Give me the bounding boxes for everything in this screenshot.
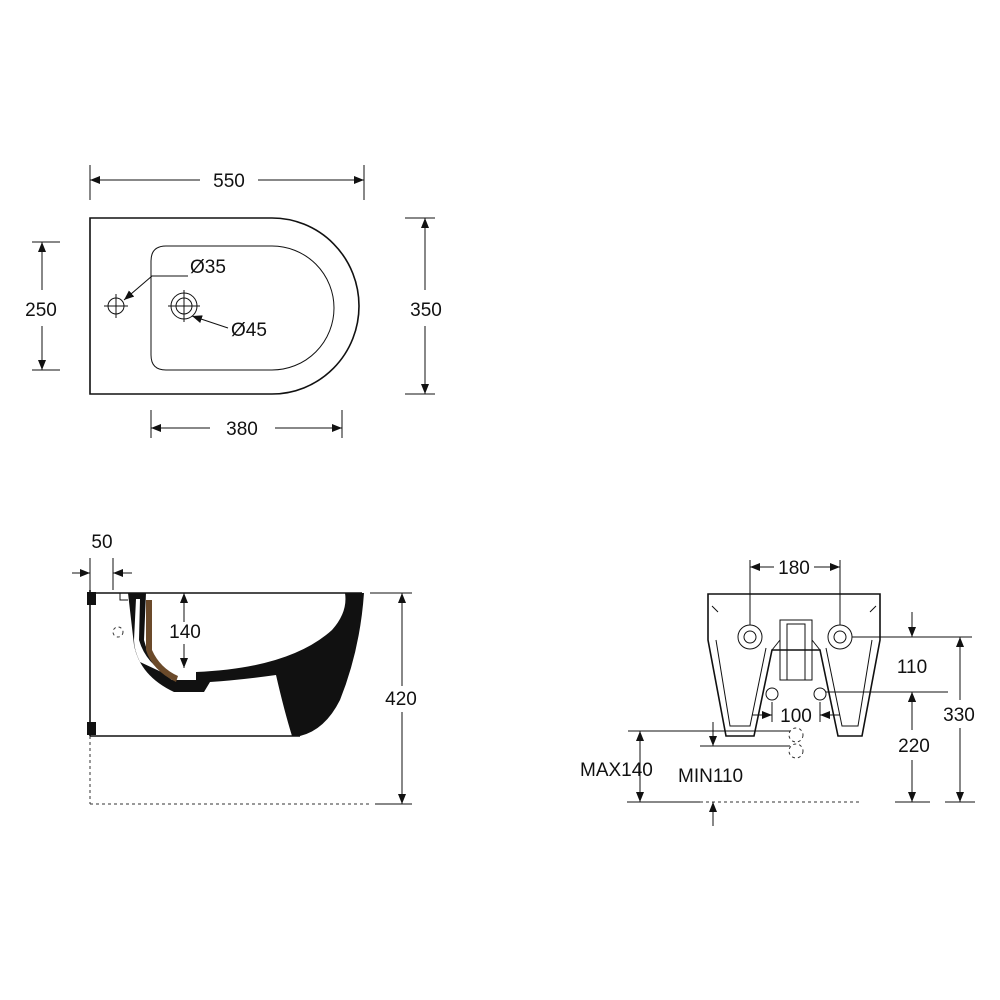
side-view-bowl	[128, 593, 364, 736]
dim-inlet-spacing: 100	[780, 706, 812, 727]
dim-inlet-height: 220	[898, 736, 930, 757]
bolt-left-icon	[737, 624, 763, 650]
dim-bolt-to-inlet: 110	[897, 657, 927, 678]
dim-total-height: 420	[385, 689, 417, 710]
inlet-right-icon	[813, 687, 827, 701]
dim-bowl-width: 250	[25, 300, 57, 321]
dim-wall-offset: 50	[91, 532, 112, 553]
tap-hole-label: Ø35	[190, 257, 226, 278]
dim-bolt-spacing: 180	[778, 558, 810, 579]
dim-bolt-height: 330	[943, 705, 975, 726]
top-view-bowl	[150, 245, 335, 371]
dim-overall-depth: 350	[410, 300, 442, 321]
dim-min-outlet: MIN110	[678, 766, 743, 787]
dim-drain-height: 140	[169, 622, 201, 643]
waste-hole-label: Ø45	[231, 320, 267, 341]
inlet-left-icon	[765, 687, 779, 701]
top-view: 550 250 350 380 Ø35 Ø45	[25, 165, 442, 440]
top-view-outline	[89, 217, 360, 395]
dim-overall-width: 550	[213, 171, 245, 192]
dim-bowl-length: 380	[226, 419, 258, 440]
back-view: 180 100 110 220 330 MAX140	[580, 558, 975, 826]
bolt-right-icon	[827, 624, 853, 650]
dim-max-outlet: MAX140	[580, 760, 653, 781]
side-view: 50 140 420	[72, 532, 417, 805]
